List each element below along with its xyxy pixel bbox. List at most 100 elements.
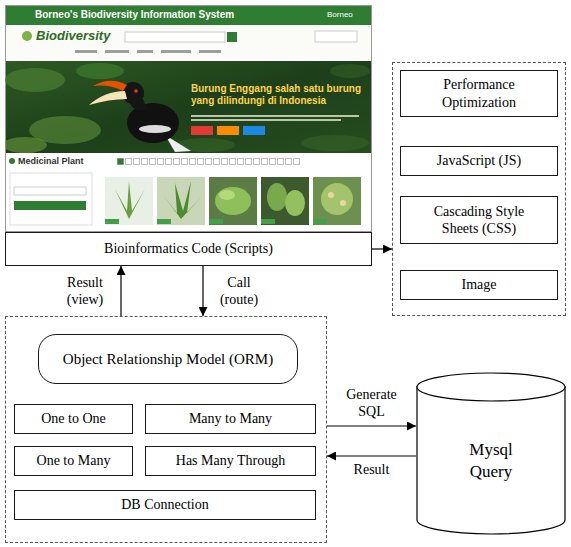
- screenshot-part: [199, 50, 221, 53]
- node-text: JavaScript (JS): [437, 152, 521, 170]
- relation-box: Has Many Through: [145, 446, 316, 476]
- orm-group: Object Relationship Model (ORM) One to On…: [5, 316, 327, 543]
- node-text: Many to Many: [189, 410, 272, 428]
- asset-box: JavaScript (JS): [400, 146, 558, 176]
- logo-leaf: [22, 31, 32, 41]
- search-button: [227, 32, 237, 42]
- screenshot-part: [191, 119, 341, 121]
- screenshot-part: [75, 50, 97, 53]
- cylinder-top: [417, 373, 565, 401]
- screenshot-part: [285, 190, 305, 216]
- screenshot-part: [321, 183, 353, 215]
- node-text: One to One: [41, 410, 106, 428]
- screenshot-part: [115, 181, 145, 219]
- screenshot-part: [261, 219, 275, 224]
- pagination: [117, 158, 301, 165]
- section-icon: [9, 158, 15, 164]
- screenshot-part: [5, 137, 47, 153]
- database-cylinder: Mysql Query: [416, 372, 566, 535]
- relation-box: One to One: [14, 404, 133, 434]
- screenshot-part: [5, 68, 65, 92]
- header-bar: [6, 6, 371, 25]
- node-text: Has Many Through: [176, 452, 285, 470]
- arrow-label: Result: [339, 461, 405, 479]
- screenshot-part: [139, 125, 171, 133]
- hero-image: [6, 61, 371, 153]
- logo-bar: [6, 25, 371, 59]
- menu-button: [315, 31, 357, 42]
- screenshot-part: [157, 177, 205, 225]
- node-text: DB Connection: [121, 496, 209, 514]
- screenshot-part: [105, 50, 129, 53]
- website-screenshot: Borneo's Biodiversity Information System…: [5, 5, 372, 232]
- node-text: Performance Optimization: [419, 76, 539, 111]
- site-logo: Biodiversity: [36, 28, 110, 44]
- screenshot-part: [340, 200, 346, 206]
- orm-box: Object Relationship Model (ORM): [38, 334, 298, 384]
- node-text: Cascading Style Sheets (CSS): [419, 203, 539, 238]
- search-panel: [10, 173, 92, 225]
- screenshot-part: [215, 187, 251, 215]
- screenshot-part: [301, 135, 369, 151]
- screenshot-part: [127, 103, 179, 143]
- pagination-active: [118, 159, 124, 165]
- hero-button: [243, 126, 265, 135]
- screenshot-part: [209, 177, 257, 225]
- screenshot-part: [93, 81, 127, 91]
- node-text: Object Relationship Model (ORM): [63, 350, 273, 369]
- hero-button: [191, 126, 213, 135]
- flow-arrow: [120, 266, 121, 316]
- screenshot-part: [105, 219, 119, 224]
- node-text: Mysql Query: [456, 439, 526, 482]
- site-region: Borneo: [327, 10, 353, 20]
- panel-input: [14, 187, 86, 195]
- section-heading: Medicinal Plant: [18, 156, 84, 167]
- screenshot-part: [137, 50, 153, 53]
- site-title: Borneo's Biodiversity Information System: [35, 9, 234, 21]
- asset-box: Performance Optimization: [400, 70, 558, 117]
- node-text: Image: [462, 276, 497, 294]
- screenshot-part: [134, 89, 138, 93]
- cylinder-body: [417, 386, 565, 534]
- screenshot-part: [76, 63, 124, 79]
- search-field: [125, 32, 225, 42]
- flow-arrow: [327, 455, 416, 456]
- screenshot-part: [313, 177, 361, 225]
- asset-box: Image: [400, 270, 558, 300]
- screenshot-part: [105, 177, 153, 225]
- flow-arrow: [202, 266, 203, 316]
- nav-links: [75, 50, 221, 53]
- screenshot-part: [313, 219, 327, 224]
- asset-box: Cascading Style Sheets (CSS): [400, 196, 558, 244]
- node-text: Bioinformatics Code (Scripts): [104, 240, 273, 258]
- arrow-label: Result (view): [56, 274, 114, 309]
- screenshot-part: [328, 192, 334, 198]
- screenshot-part: [163, 181, 201, 219]
- screenshot-part: [267, 183, 287, 211]
- arrow-label: Generate SQL: [339, 386, 405, 421]
- screenshot-part: [209, 219, 223, 224]
- node-text: One to Many: [37, 452, 111, 470]
- arrow-label: Call (route): [210, 274, 268, 309]
- relation-box: One to Many: [14, 446, 133, 476]
- frontend-group: Performance OptimizationJavaScript (JS) C…: [392, 62, 566, 316]
- screenshot-part: [89, 91, 127, 105]
- screenshot-part: [261, 177, 309, 225]
- panel-button: [14, 201, 86, 210]
- relation-box: Many to Many: [145, 404, 316, 434]
- screenshot-part: [161, 50, 191, 53]
- script-box: Bioinformatics Code (Scripts): [5, 232, 372, 266]
- hero-body-lines: [191, 115, 359, 121]
- hero-button: [217, 126, 239, 135]
- screenshot-part: [191, 115, 359, 117]
- jungle-leaves: [5, 63, 370, 153]
- flow-arrow: [327, 425, 416, 426]
- hero-headline: Burung Enggang salah satu burung yang di…: [191, 83, 365, 107]
- hornbill-bird: [89, 81, 191, 152]
- screenshot-frame: [6, 6, 372, 232]
- plant-thumbnails: [105, 177, 361, 225]
- connection-box: DB Connection: [14, 490, 316, 520]
- screenshot-part: [157, 219, 171, 224]
- screenshot-part: [330, 64, 370, 78]
